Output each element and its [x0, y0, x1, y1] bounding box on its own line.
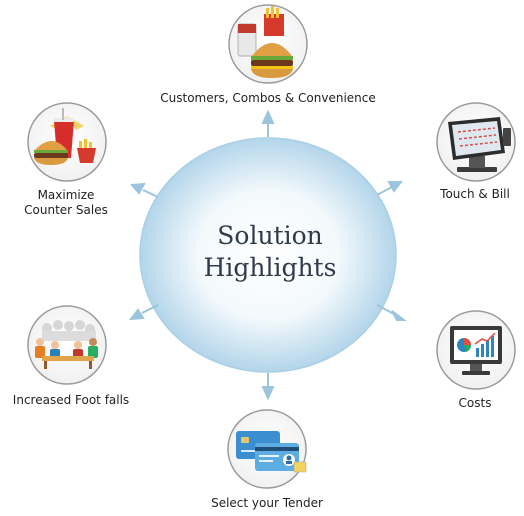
- arrow-top-right: [376, 181, 404, 196]
- fast-food-meal-icon: [34, 108, 96, 165]
- label-select-tender[interactable]: Select your Tender: [211, 496, 323, 510]
- node-bottom-right[interactable]: [436, 310, 516, 390]
- arrow-bottom-right: [376, 304, 407, 321]
- label-increased-footfalls[interactable]: Increased Foot falls: [12, 393, 130, 407]
- label-maximize-counter-sales[interactable]: Maximize Counter Sales: [0, 188, 132, 218]
- hub-circle: [139, 137, 397, 373]
- arrow-top: [261, 109, 275, 137]
- label-touch-bill[interactable]: Touch & Bill: [440, 187, 510, 201]
- crowd-diners-icon: [35, 320, 98, 369]
- node-top-left[interactable]: [27, 102, 107, 182]
- node-top-right[interactable]: [436, 102, 516, 182]
- arrow-bottom-left: [128, 304, 159, 321]
- node-top[interactable]: [228, 4, 308, 84]
- label-customers-combos[interactable]: Customers, Combos & Convenience: [160, 91, 376, 105]
- label-maximize-line1: Maximize: [37, 188, 95, 202]
- label-maximize-line2: Counter Sales: [24, 203, 108, 217]
- hub-title-line2: Highlights: [203, 253, 337, 282]
- hub-title-line1: Solution: [217, 221, 323, 250]
- pos-terminal-icon: [448, 117, 511, 172]
- arrow-top-left: [129, 182, 159, 198]
- payment-cards-icon: [236, 431, 307, 473]
- burger-combo-icon: [237, 6, 293, 78]
- arrows: [128, 109, 407, 401]
- node-bottom[interactable]: [227, 409, 307, 489]
- label-costs[interactable]: Costs: [458, 396, 492, 410]
- node-bottom-left[interactable]: [27, 305, 107, 385]
- analytics-monitor-icon: [450, 326, 502, 375]
- arrow-bottom: [261, 373, 275, 401]
- hub-title: Solution Highlights: [160, 220, 380, 284]
